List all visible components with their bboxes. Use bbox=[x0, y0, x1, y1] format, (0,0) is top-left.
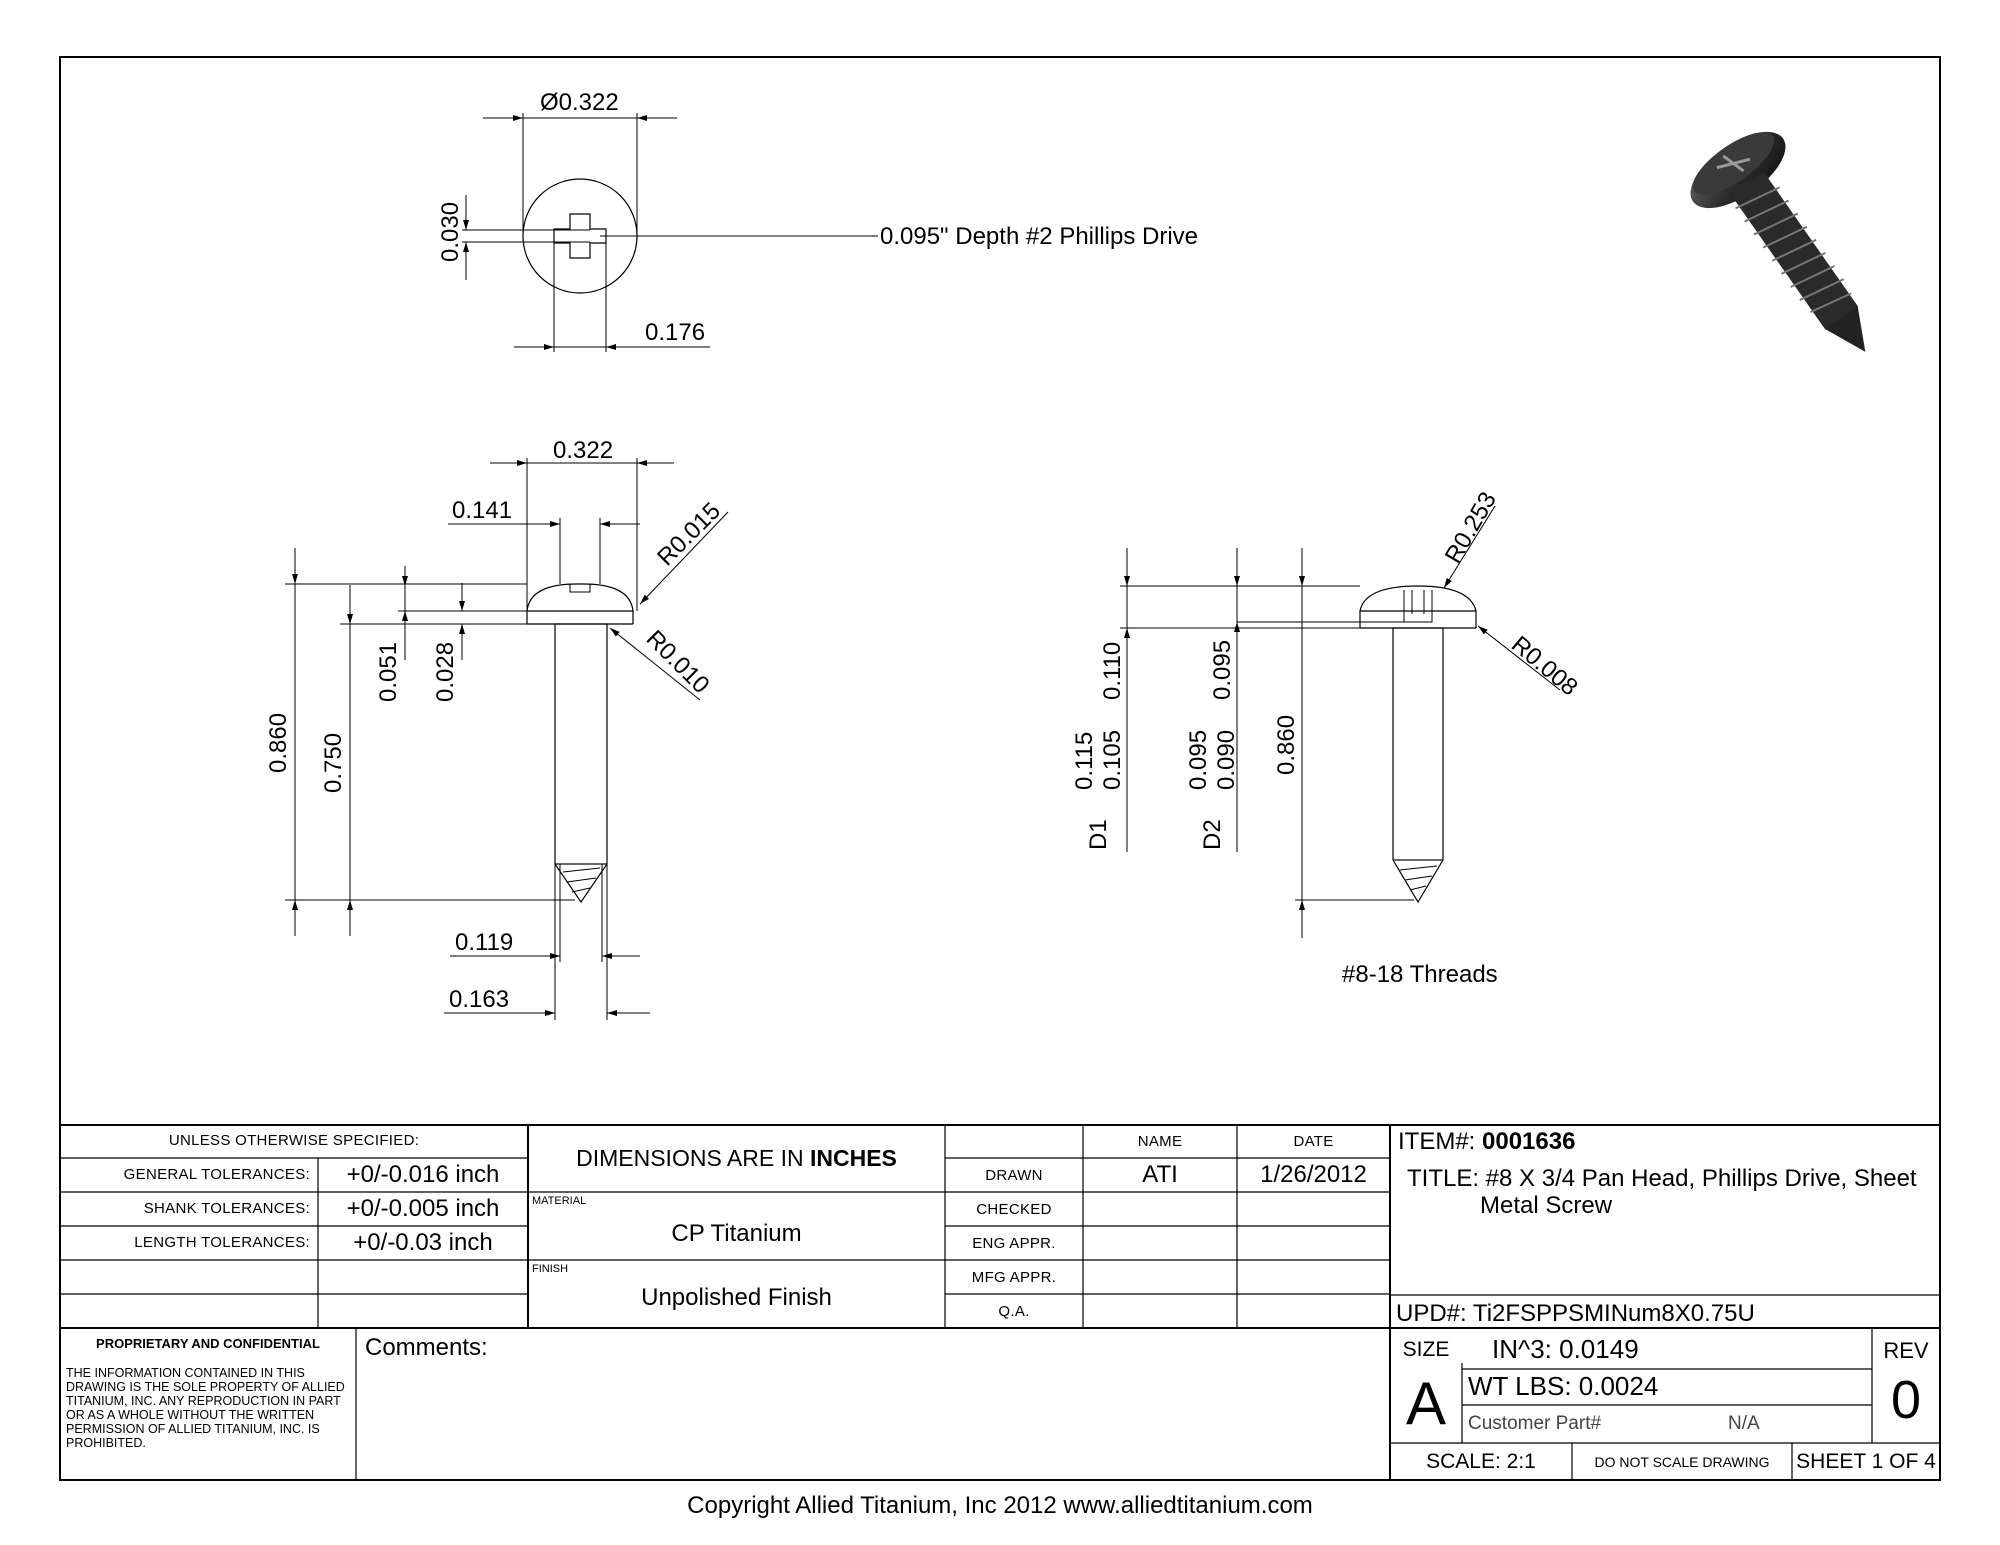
section-view: R0.253 R0.008 0.110 0.115 0.105 D1 0.095… bbox=[1071, 487, 1583, 988]
d1-value-1: 0.115 bbox=[1071, 732, 1098, 790]
head-height-label: 0.051 bbox=[375, 642, 402, 702]
approval-role-qa: Q.A. bbox=[998, 1303, 1030, 1320]
phillips-recess bbox=[553, 213, 607, 259]
scale: SCALE: 2:1 bbox=[1426, 1450, 1536, 1473]
upd-label: UPD#: bbox=[1396, 1300, 1467, 1327]
approvals-name-header: NAME bbox=[1137, 1133, 1183, 1150]
material-value: CP Titanium bbox=[671, 1220, 802, 1247]
shank-tolerance-value: +0/-0.005 inch bbox=[346, 1195, 500, 1222]
upd-value: Ti2FSPPSMINum8X0.75U bbox=[1472, 1300, 1755, 1327]
customer-part-value: N/A bbox=[1728, 1413, 1760, 1434]
d1-value-2: 0.105 bbox=[1099, 730, 1126, 790]
shank-tolerance-label: SHANK TOLERANCES: bbox=[143, 1200, 310, 1217]
radius-top-label: R0.015 bbox=[652, 497, 726, 571]
volume-label: IN^3: bbox=[1492, 1334, 1552, 1364]
title-line-2: Metal Screw bbox=[1480, 1192, 1613, 1219]
approval-name-drawn: ATI bbox=[1142, 1161, 1178, 1188]
screw-shank bbox=[554, 623, 608, 865]
length-tolerance-value: +0/-0.03 inch bbox=[353, 1229, 493, 1256]
comments-label: Comments: bbox=[365, 1334, 488, 1361]
section-radius-top-label: R0.253 bbox=[1440, 487, 1502, 568]
size-value: A bbox=[1405, 1370, 1447, 1437]
volume: IN^3: 0.0149 bbox=[1492, 1334, 1639, 1365]
title-line-1: TITLE: #8 X 3/4 Pan Head, Phillips Drive… bbox=[1407, 1165, 1917, 1192]
head-dim-label: 0.141 bbox=[452, 497, 512, 524]
top-diameter-label: Ø0.322 bbox=[540, 89, 619, 116]
side-view: 0.322 0.141 R0.015 R0.010 0.860 0.750 0.… bbox=[265, 437, 729, 1020]
customer-part-label: Customer Part# bbox=[1468, 1413, 1602, 1434]
weight-label: WT LBS: bbox=[1468, 1371, 1572, 1401]
drive-note: 0.095" Depth #2 Phillips Drive bbox=[880, 223, 1198, 250]
overall-length-label: 0.860 bbox=[265, 713, 292, 773]
sheet-number: SHEET 1 OF 4 bbox=[1796, 1450, 1936, 1473]
finish-value: Unpolished Finish bbox=[641, 1284, 832, 1311]
length-tolerance-label: LENGTH TOLERANCES: bbox=[134, 1234, 310, 1251]
minor-dia-label: 0.119 bbox=[455, 929, 513, 956]
approval-role-checked: CHECKED bbox=[976, 1201, 1052, 1218]
head-flat-label: 0.028 bbox=[432, 642, 459, 702]
major-dia-label: 0.163 bbox=[449, 986, 509, 1013]
approval-date-drawn: 1/26/2012 bbox=[1260, 1161, 1367, 1188]
general-tolerance-label: GENERAL TOLERANCES: bbox=[123, 1166, 310, 1183]
section-shank bbox=[1392, 627, 1444, 861]
dimensions-unit: INCHES bbox=[809, 1145, 897, 1171]
proprietary-text: THE INFORMATION CONTAINED IN THIS DRAWIN… bbox=[66, 1366, 345, 1450]
thread-note: #8-18 Threads bbox=[1342, 961, 1498, 988]
weight: WT LBS: 0.0024 bbox=[1468, 1371, 1658, 1402]
recess-width-label: 0.176 bbox=[645, 319, 705, 346]
section-radius-under-label: R0.008 bbox=[1506, 631, 1583, 701]
d2-value-2: 0.090 bbox=[1213, 730, 1240, 790]
rev-label: REV bbox=[1883, 1338, 1929, 1363]
rev-value: 0 bbox=[1890, 1370, 1922, 1430]
finish-caption: FINISH bbox=[532, 1263, 569, 1275]
approval-role-mfg: MFG APPR. bbox=[971, 1269, 1057, 1286]
side-head-diameter-label: 0.322 bbox=[553, 437, 613, 464]
section-length-label: 0.860 bbox=[1273, 715, 1300, 775]
thread-length-label: 0.750 bbox=[320, 733, 347, 793]
size-label: SIZE bbox=[1402, 1338, 1450, 1361]
slot-width-label: 0.030 bbox=[437, 202, 464, 262]
approvals-date-header: DATE bbox=[1293, 1133, 1334, 1150]
upd-number: UPD#: Ti2FSPPSMINum8X0.75U bbox=[1396, 1300, 1755, 1328]
title-block-grid bbox=[60, 1124, 1940, 1481]
section-head bbox=[1359, 585, 1477, 612]
screw-head bbox=[526, 583, 634, 612]
approval-role-eng: ENG APPR. bbox=[972, 1235, 1056, 1252]
general-tolerance-value: +0/-0.016 inch bbox=[346, 1161, 500, 1188]
material-caption: MATERIAL bbox=[532, 1195, 587, 1207]
screw-render bbox=[1690, 131, 1866, 352]
item-value: 0001636 bbox=[1482, 1128, 1576, 1155]
dimensions-prefix: DIMENSIONS ARE IN bbox=[576, 1145, 804, 1171]
d2-value-1: 0.095 bbox=[1185, 730, 1212, 790]
copyright: Copyright Allied Titanium, Inc 2012 www.… bbox=[687, 1492, 1313, 1519]
item-number: ITEM#: 0001636 bbox=[1398, 1128, 1575, 1156]
approval-role-drawn: DRAWN bbox=[985, 1167, 1043, 1184]
d1-height-label: 0.110 bbox=[1099, 642, 1126, 700]
dimensions-units: DIMENSIONS ARE IN INCHES bbox=[528, 1145, 945, 1172]
volume-value: 0.0149 bbox=[1559, 1334, 1639, 1364]
d1-label: D1 bbox=[1085, 819, 1112, 850]
weight-value: 0.0024 bbox=[1578, 1371, 1659, 1401]
unless-specified: UNLESS OTHERWISE SPECIFIED: bbox=[168, 1132, 420, 1149]
top-view: Ø0.322 0.030 0.176 0.095" Depth #2 Phill… bbox=[437, 89, 1198, 352]
d2-height-label: 0.095 bbox=[1209, 640, 1236, 700]
proprietary-heading: PROPRIETARY AND CONFIDENTIAL bbox=[96, 1336, 320, 1351]
item-label: ITEM#: bbox=[1398, 1128, 1476, 1155]
d2-label: D2 bbox=[1199, 819, 1226, 850]
do-not-scale: DO NOT SCALE DRAWING bbox=[1594, 1454, 1770, 1470]
